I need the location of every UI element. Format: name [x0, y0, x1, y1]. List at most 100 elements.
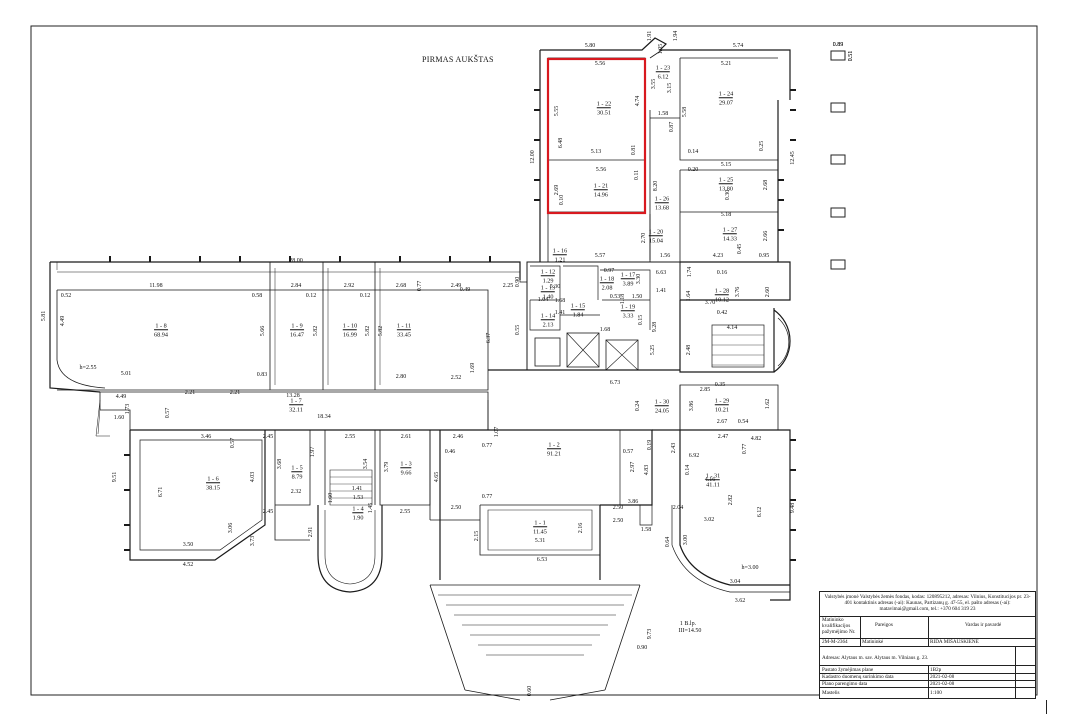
dimension-label: 0.35 [714, 382, 726, 388]
dimension-label: 0.52 [60, 293, 72, 299]
dimension-label: 0.42 [716, 310, 728, 316]
height-note-left: h=2.55 [79, 365, 97, 371]
floor-title: PIRMAS AUKŠTAS [422, 55, 494, 64]
dimension-label: 2.49 [450, 283, 462, 289]
dimension-label: 28.00 [289, 258, 303, 264]
dimension-label: 0.11 [634, 169, 640, 181]
dimension-label: 1.73 [125, 403, 131, 415]
dimension-label: 0.97 [603, 268, 615, 274]
dimension-label: 0.54 [737, 419, 749, 425]
dimension-label: 2.61 [400, 434, 412, 440]
room-area: 1.90 [352, 512, 364, 521]
room-area: 1.29 [540, 275, 556, 284]
dimension-label: 0.15 [638, 314, 644, 326]
room-id: 1 - 3 [400, 460, 412, 468]
dimension-label: 1.45 [368, 502, 374, 514]
dimension-label: 3.54 [363, 458, 369, 470]
room-id: 1 - 13 [540, 284, 556, 292]
dimension-label: 5.18 [720, 212, 732, 218]
dimension-label: 2.50 [612, 518, 624, 524]
dimension-label: 0.87 [669, 121, 675, 133]
dimension-label: 5.58 [682, 106, 688, 118]
dimension-label: 3.02 [703, 517, 715, 523]
room-id: 1 - 30 [654, 398, 670, 406]
text-cursor [1046, 700, 1047, 714]
room-id: 1 - 5 [291, 464, 303, 472]
room-id: 1 - 4 [352, 505, 364, 513]
dimension-label: 12.45 [790, 151, 796, 165]
dimension-label: 5.13 [590, 149, 602, 155]
legend-symbols [830, 50, 846, 270]
dimension-label: 3.15 [667, 82, 673, 94]
dimension-label: 0.10 [559, 194, 565, 206]
room-area: 68.94 [154, 329, 168, 338]
room-area: 16.47 [290, 329, 304, 338]
dimension-label: 1.56 [659, 253, 671, 259]
dimension-label: 6.12 [757, 506, 763, 518]
dimension-label: 2.67 [716, 419, 728, 425]
header-position: Pareigos [875, 622, 893, 628]
room-id: 1 - 28 [714, 287, 730, 295]
dimension-label: 2.16 [578, 522, 584, 534]
room-area: 10.12 [714, 294, 730, 303]
room-area: 41.11 [705, 479, 721, 488]
dimension-label: 1.68 [599, 327, 611, 333]
room-id: 1 - 23 [655, 64, 671, 72]
dimension-label: 5.55 [554, 105, 560, 117]
dimension-label: 0.77 [417, 280, 423, 292]
dimension-label: 0.46 [444, 449, 456, 455]
dimension-label: 2.50 [450, 505, 462, 511]
room-area: 14.96 [593, 189, 609, 198]
dimension-label: 0.83 [256, 372, 268, 378]
dimension-label: 2.91 [308, 526, 314, 538]
dimension-label: 0.89 [832, 42, 844, 48]
cert-number: 2M-M-2364 [822, 639, 848, 645]
room-id: 1 - 18 [599, 275, 615, 283]
dimension-label: 3.00 [683, 534, 689, 546]
dimension-label: 3.86 [627, 499, 639, 505]
dimension-label: 2.92 [343, 283, 355, 289]
room-area: 38.15 [206, 482, 220, 491]
room-area: 33.45 [396, 329, 412, 338]
dimension-label: 0.20 [687, 167, 699, 173]
dimension-label: 5.30 [549, 284, 561, 290]
dimension-label: 2.43 [671, 442, 677, 454]
dimension-label: 2.60 [765, 286, 771, 298]
dimension-label: 3.70 [704, 300, 716, 306]
dimension-label: 9.73 [647, 628, 653, 640]
field-label-3: Mastelis [822, 690, 840, 696]
dimension-label: 0.51 [848, 50, 854, 62]
dimension-label: 8.20 [653, 180, 659, 192]
dimension-label: 2.55 [399, 509, 411, 515]
dimension-label: 1.41 [655, 288, 667, 294]
dimension-label: 5.82 [365, 325, 371, 337]
room-area: 2.13 [540, 319, 556, 328]
dimension-label: 4.03 [250, 471, 256, 483]
dimension-label: 1.68 [554, 298, 566, 304]
room-area: 8.79 [291, 471, 303, 480]
dimension-label: 3.76 [735, 286, 741, 298]
dimension-label: 5.01 [120, 371, 132, 377]
dimension-label: 1.60 [328, 492, 334, 504]
dimension-label: 4.82 [750, 436, 762, 442]
room-id: 1 - 20 [648, 228, 664, 236]
dimension-label: 2.68 [395, 283, 407, 289]
address: Adresas: Alytaus m. sav. Alytaus m. Viln… [822, 655, 929, 661]
dimension-label: 4.14 [726, 325, 738, 331]
dimension-label: 1.07 [494, 426, 500, 438]
room-area: 3.89 [620, 278, 636, 287]
dimension-label: 0.81 [631, 144, 637, 156]
room-id: 1 - 24 [718, 90, 734, 98]
dimension-label: 5.31 [534, 538, 546, 544]
room-area: 1.40 [540, 291, 556, 300]
dimension-label: 2.25 [502, 283, 514, 289]
